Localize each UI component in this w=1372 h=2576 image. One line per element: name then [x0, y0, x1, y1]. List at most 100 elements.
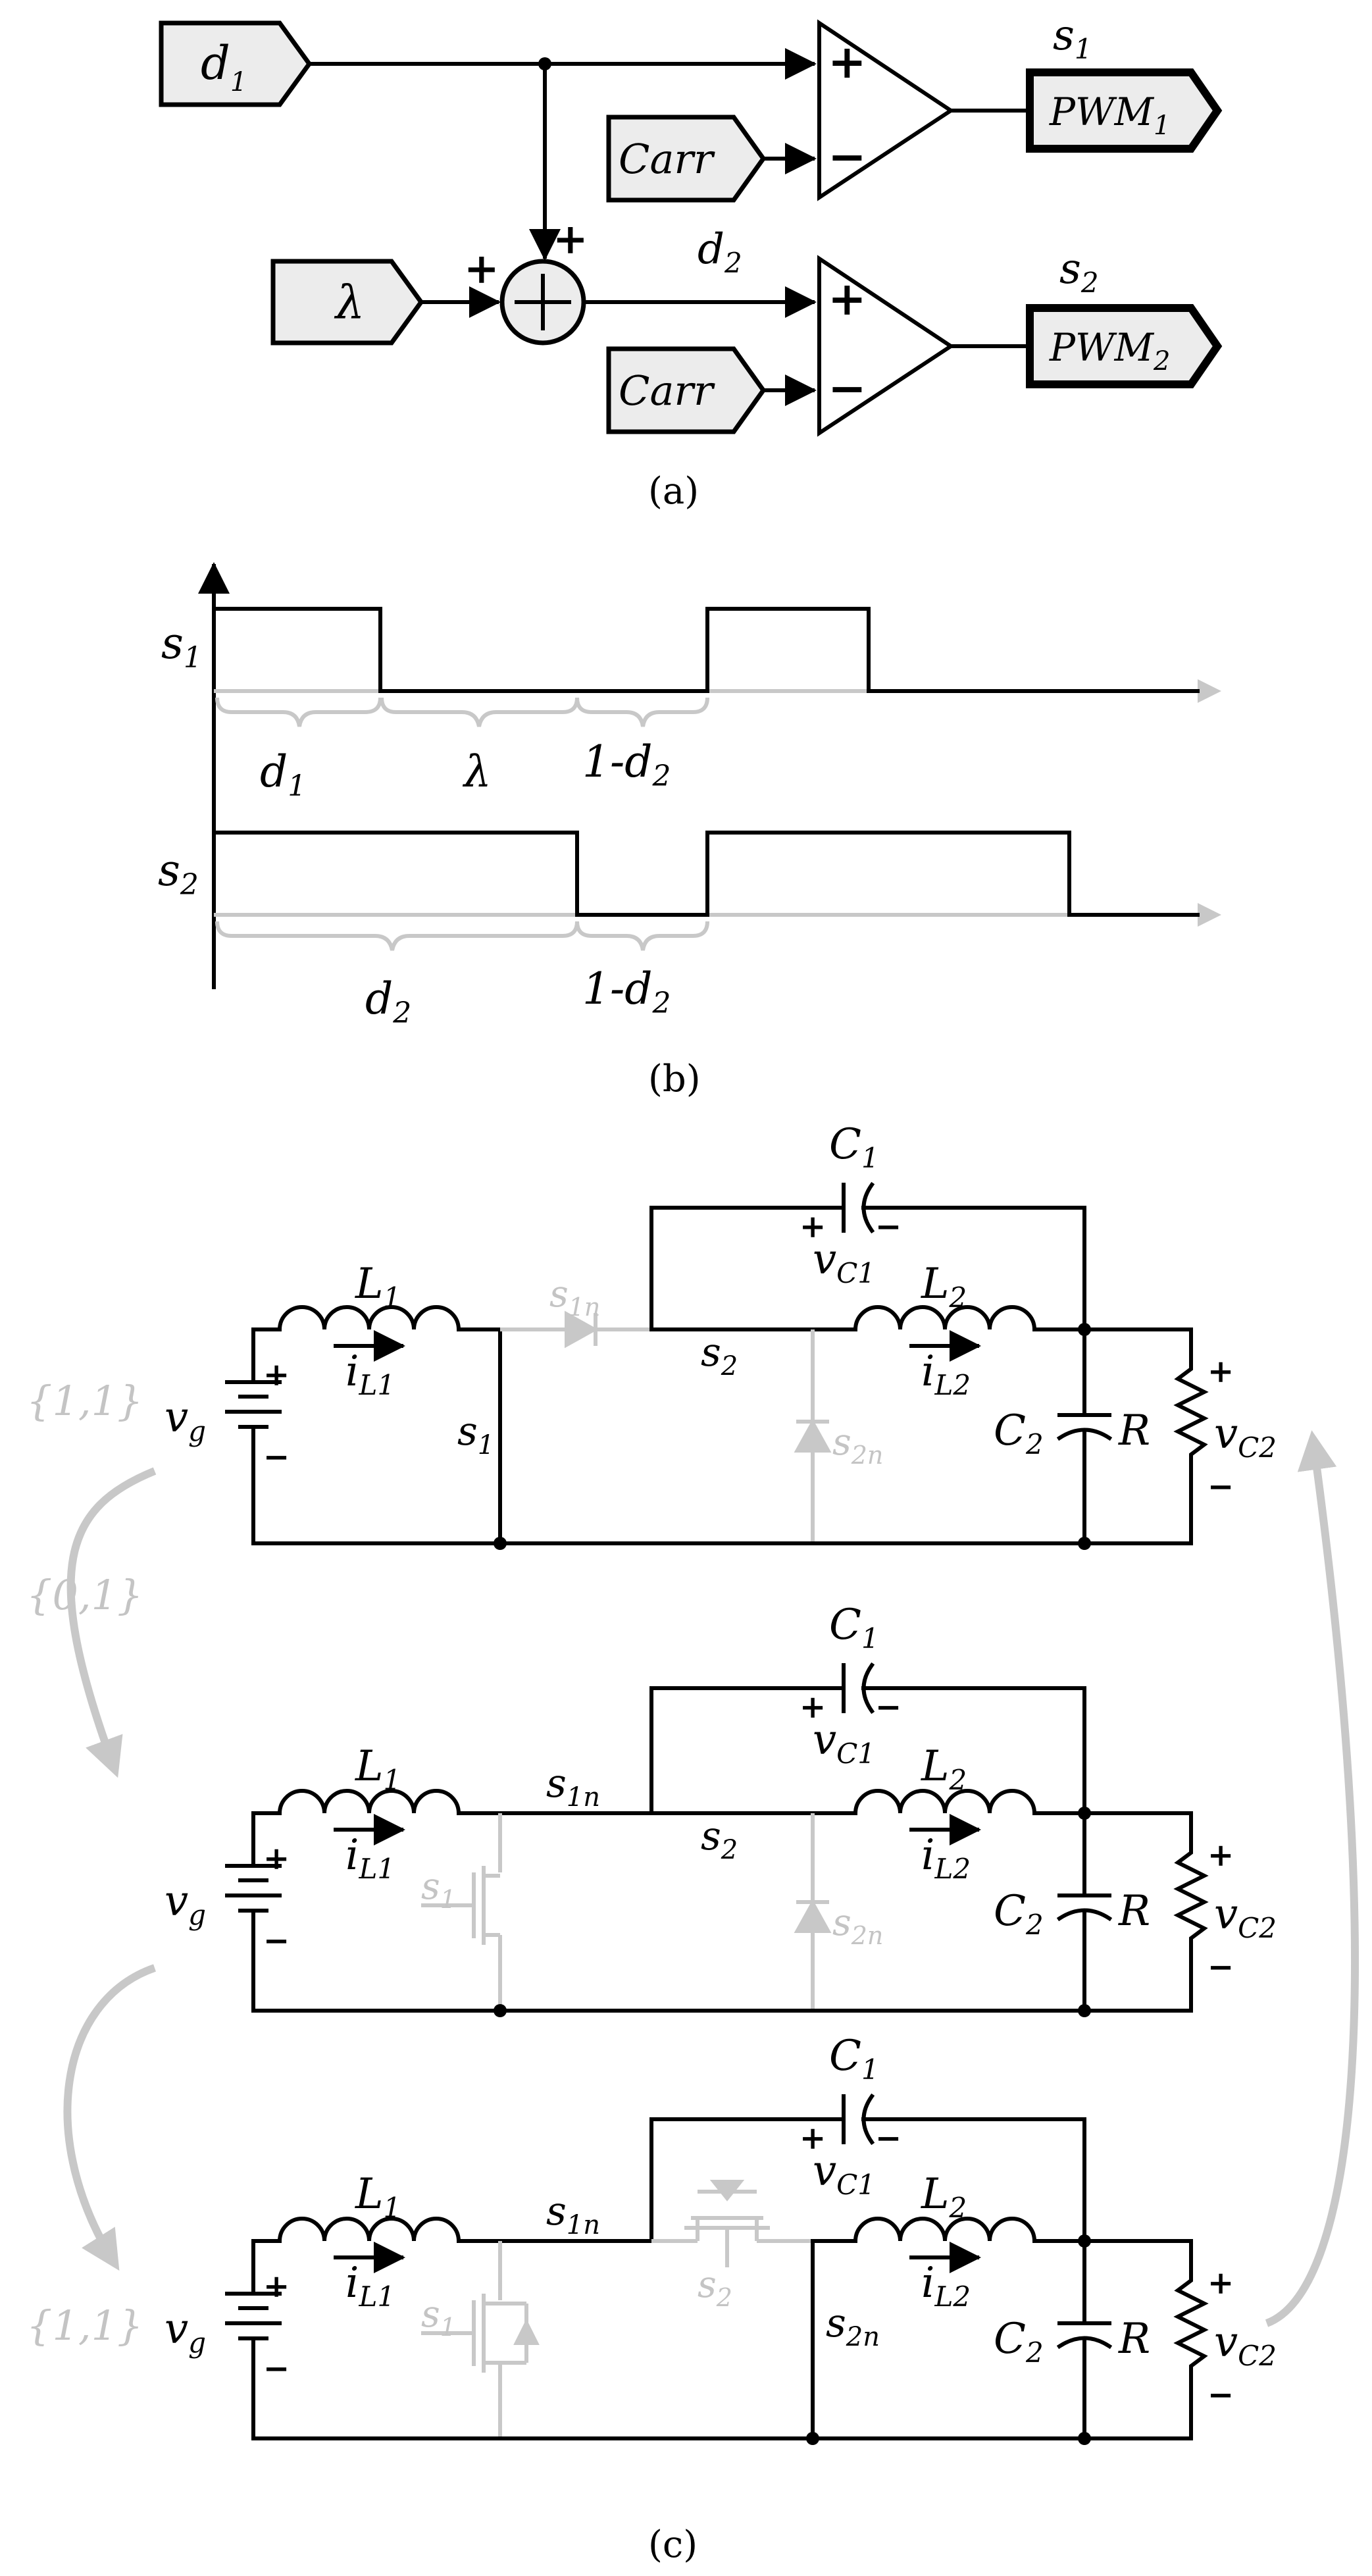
inductor-L1: [277, 1305, 461, 1332]
switch-s1: [421, 2241, 540, 2438]
caption-a: (a): [648, 470, 699, 513]
svg-text:+: +: [263, 2268, 290, 2305]
svg-text:−: −: [875, 2120, 902, 2157]
carrier-label-1: Carr: [619, 135, 715, 183]
svg-text:iL2: iL2: [921, 2259, 971, 2313]
transition-arrow-3: [1265, 1430, 1359, 2327]
svg-text:iL2: iL2: [921, 1347, 971, 1401]
svg-text:L2: L2: [921, 1742, 967, 1796]
d1-interval-label: d1: [260, 746, 306, 803]
svg-text:C2: C2: [994, 1887, 1044, 1941]
diode-s2n: [794, 1899, 832, 1933]
svg-text:+: +: [553, 215, 588, 264]
switch-s1: [421, 1813, 502, 2011]
s2-interval-braces: [215, 921, 709, 951]
carrier-block-2: [606, 346, 767, 434]
s2-axis-label: s2: [158, 845, 199, 902]
switch-s2: [651, 2180, 855, 2267]
lambda-input-block: [270, 259, 424, 346]
diode-s2n: [794, 1418, 832, 1453]
svg-text:+: +: [1207, 2265, 1234, 2302]
svg-text:vg: vg: [165, 2305, 206, 2359]
svg-text:−: −: [828, 361, 867, 415]
svg-text:vg: vg: [165, 1393, 206, 1447]
svg-text:vC2: vC2: [1214, 1410, 1277, 1464]
panel-a: d1 λ Carr Carr + + + − + − PWM1: [159, 11, 1223, 513]
circuit-state-2: L1 iL1 L2 iL2 C1 + − vC1 C2 R + vC2 − + …: [165, 1601, 1277, 2017]
svg-text:C1: C1: [829, 1601, 879, 1655]
one-minus-d2-label-1: 1-d2: [582, 736, 671, 793]
svg-text:−: −: [263, 1922, 290, 1959]
d1-input-block: [159, 20, 313, 107]
pwm1-output-block: [1026, 68, 1223, 153]
d2-signal-label: d2: [698, 225, 742, 279]
transition-arrow-1: [66, 1467, 157, 1778]
svg-text:−: −: [828, 129, 867, 184]
transition-arrow-2: [63, 1964, 156, 2271]
svg-text:−: −: [875, 1208, 902, 1245]
svg-text:+: +: [800, 1689, 826, 1726]
resistor-R: [1173, 1327, 1209, 1545]
svg-text:L1: L1: [355, 1260, 401, 1314]
svg-text:s1: s1: [421, 2293, 456, 2342]
svg-text:s1: s1: [421, 1865, 456, 1914]
svg-text:+: +: [800, 2120, 826, 2157]
svg-text:vC1: vC1: [813, 1716, 875, 1770]
svg-text:C1: C1: [829, 1120, 879, 1174]
svg-text:s2: s2: [698, 2263, 732, 2312]
svg-text:s1n: s1n: [546, 2188, 600, 2240]
s2-signal-label: s2: [1059, 245, 1099, 299]
state-label-1: {1,1}: [26, 1377, 143, 1425]
s1-interval-braces: [215, 697, 709, 727]
svg-text:s2: s2: [701, 1329, 738, 1381]
svg-text:s2n: s2n: [832, 1901, 883, 1950]
svg-text:L2: L2: [921, 1260, 967, 1314]
svg-text:s1: s1: [457, 1408, 494, 1460]
svg-text:L1: L1: [355, 2170, 401, 2224]
svg-text:vC1: vC1: [813, 2147, 875, 2201]
svg-text:vg: vg: [165, 1877, 206, 1931]
circuit-state-1: L1 iL1 L2 iL2 C1 + − vC1 C2 R + vC2 − + …: [165, 1120, 1277, 1550]
s2-waveform: [212, 831, 1200, 917]
svg-text:L1: L1: [355, 1742, 401, 1796]
svg-text:s1n: s1n: [549, 1273, 600, 1322]
caption-c: (c): [648, 2523, 698, 2566]
svg-text:+: +: [464, 244, 499, 294]
svg-text:C2: C2: [994, 2315, 1044, 2369]
svg-text:R: R: [1118, 1887, 1150, 1936]
svg-text:s2n: s2n: [826, 2300, 880, 2352]
svg-text:iL2: iL2: [921, 1831, 971, 1885]
svg-text:+: +: [263, 1840, 290, 1877]
svg-text:s2: s2: [701, 1813, 738, 1865]
s1-waveform: [212, 607, 1200, 693]
comparator-1: [817, 19, 955, 201]
lambda-label: λ: [334, 276, 365, 330]
svg-text:+: +: [828, 34, 867, 89]
svg-text:−: −: [1207, 1949, 1234, 1986]
svg-text:+: +: [828, 271, 867, 326]
circuit-state-3: L1 iL1 L2 iL2 C1 + − vC1 C2 R + vC2 − + …: [165, 2032, 1277, 2445]
comparator-2: [817, 255, 955, 437]
svg-text:C2: C2: [994, 1406, 1044, 1460]
svg-text:R: R: [1118, 1406, 1150, 1455]
caption-b: (b): [648, 1058, 701, 1100]
pwm2-label: PWM2: [1049, 325, 1170, 376]
panel-c: {1,1} {0,1} {1,1}: [26, 1120, 1359, 2566]
state-label-2: {0,1}: [26, 1571, 143, 1619]
one-minus-d2-label-2: 1-d2: [582, 964, 671, 1020]
svg-text:C1: C1: [829, 2032, 879, 2086]
state-label-3: {1,1}: [26, 2302, 143, 2350]
lambda-interval-label: λ: [462, 746, 492, 797]
svg-text:+: +: [263, 1356, 290, 1393]
svg-text:−: −: [1207, 1468, 1234, 1505]
svg-text:iL1: iL1: [345, 2259, 395, 2313]
carrier-block-1: [606, 115, 767, 203]
svg-text:vC1: vC1: [813, 1235, 875, 1289]
d1-label: d1: [201, 36, 247, 97]
d2-interval-label: d2: [365, 973, 411, 1030]
svg-text:−: −: [1207, 2377, 1234, 2413]
s1-axis-label: s1: [161, 618, 202, 675]
svg-text:R: R: [1118, 2315, 1150, 2363]
svg-text:+: +: [1207, 1353, 1234, 1390]
svg-text:vC2: vC2: [1214, 1890, 1277, 1944]
